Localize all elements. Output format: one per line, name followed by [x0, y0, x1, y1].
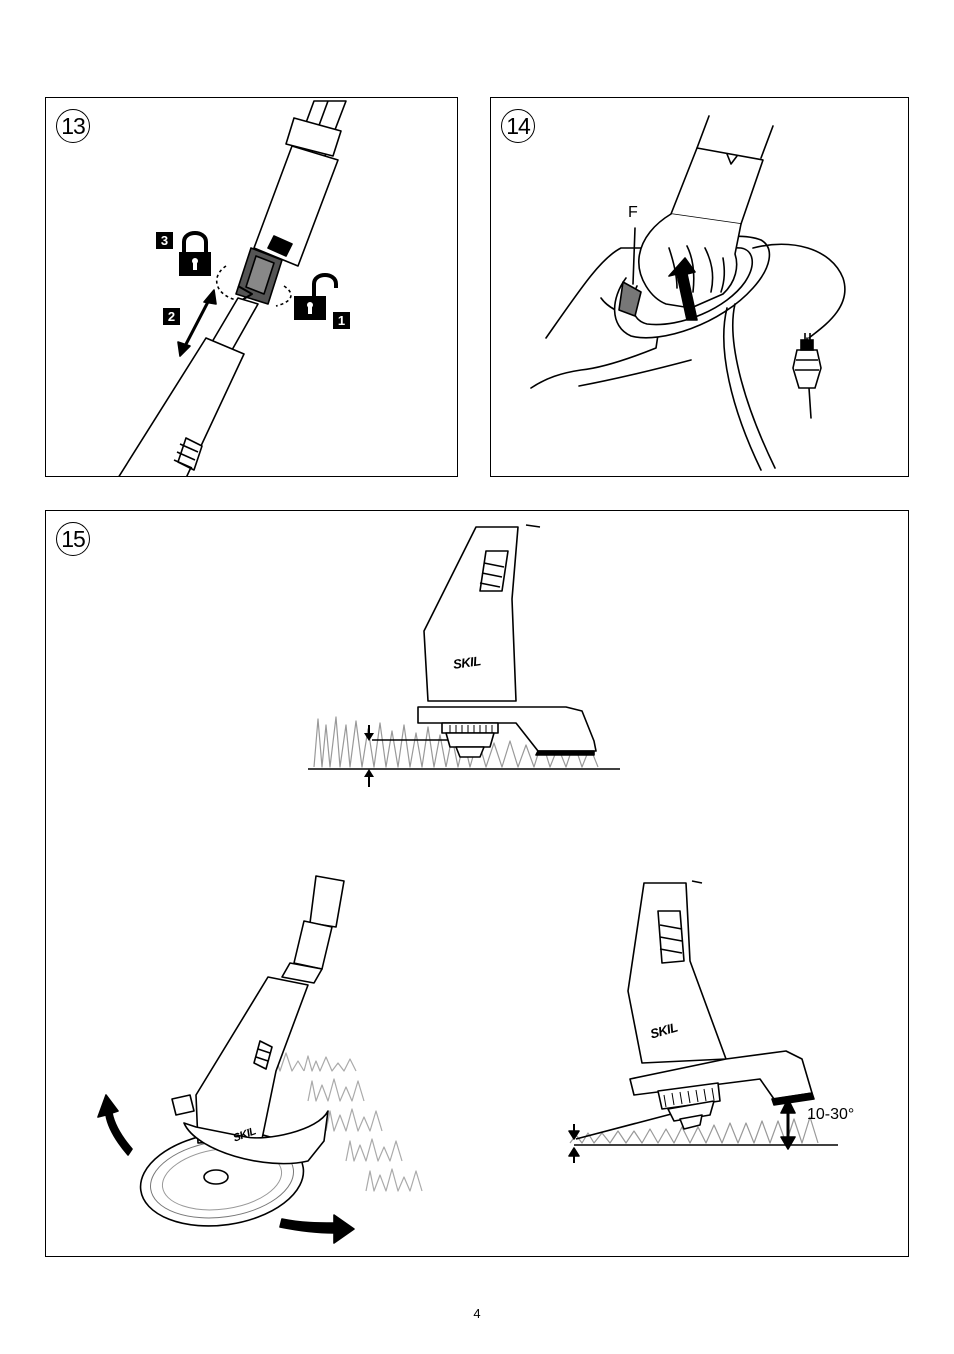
- hand-on-handle-illustration: [491, 98, 909, 477]
- page-number: 4: [0, 1306, 954, 1321]
- step-badge-2: 2: [163, 308, 180, 325]
- figure-13-panel: 13 3 2 1: [45, 97, 458, 477]
- telescopic-shaft-illustration: [46, 98, 458, 477]
- figure-15-panel: 15 SKIL SKIL SKIL 10-30°: [45, 510, 909, 1257]
- callout-label-f: F: [628, 204, 638, 222]
- angle-label: 10-30°: [807, 1106, 854, 1124]
- lock-open-icon: [294, 275, 336, 320]
- trimming-positions-illustration: [46, 511, 909, 1257]
- power-plug-icon: [793, 333, 821, 388]
- lock-closed-icon: [179, 233, 211, 276]
- figure-number-14: 14: [501, 109, 535, 143]
- right-arrow-icon: [280, 1215, 354, 1243]
- left-curved-arrow-icon: [98, 1095, 132, 1155]
- figure-number-15: 15: [56, 522, 90, 556]
- figure-14-panel: 14 F: [490, 97, 909, 477]
- figure-number-13: 13: [56, 109, 90, 143]
- step-badge-3: 3: [156, 232, 173, 249]
- step-badge-1: 1: [333, 312, 350, 329]
